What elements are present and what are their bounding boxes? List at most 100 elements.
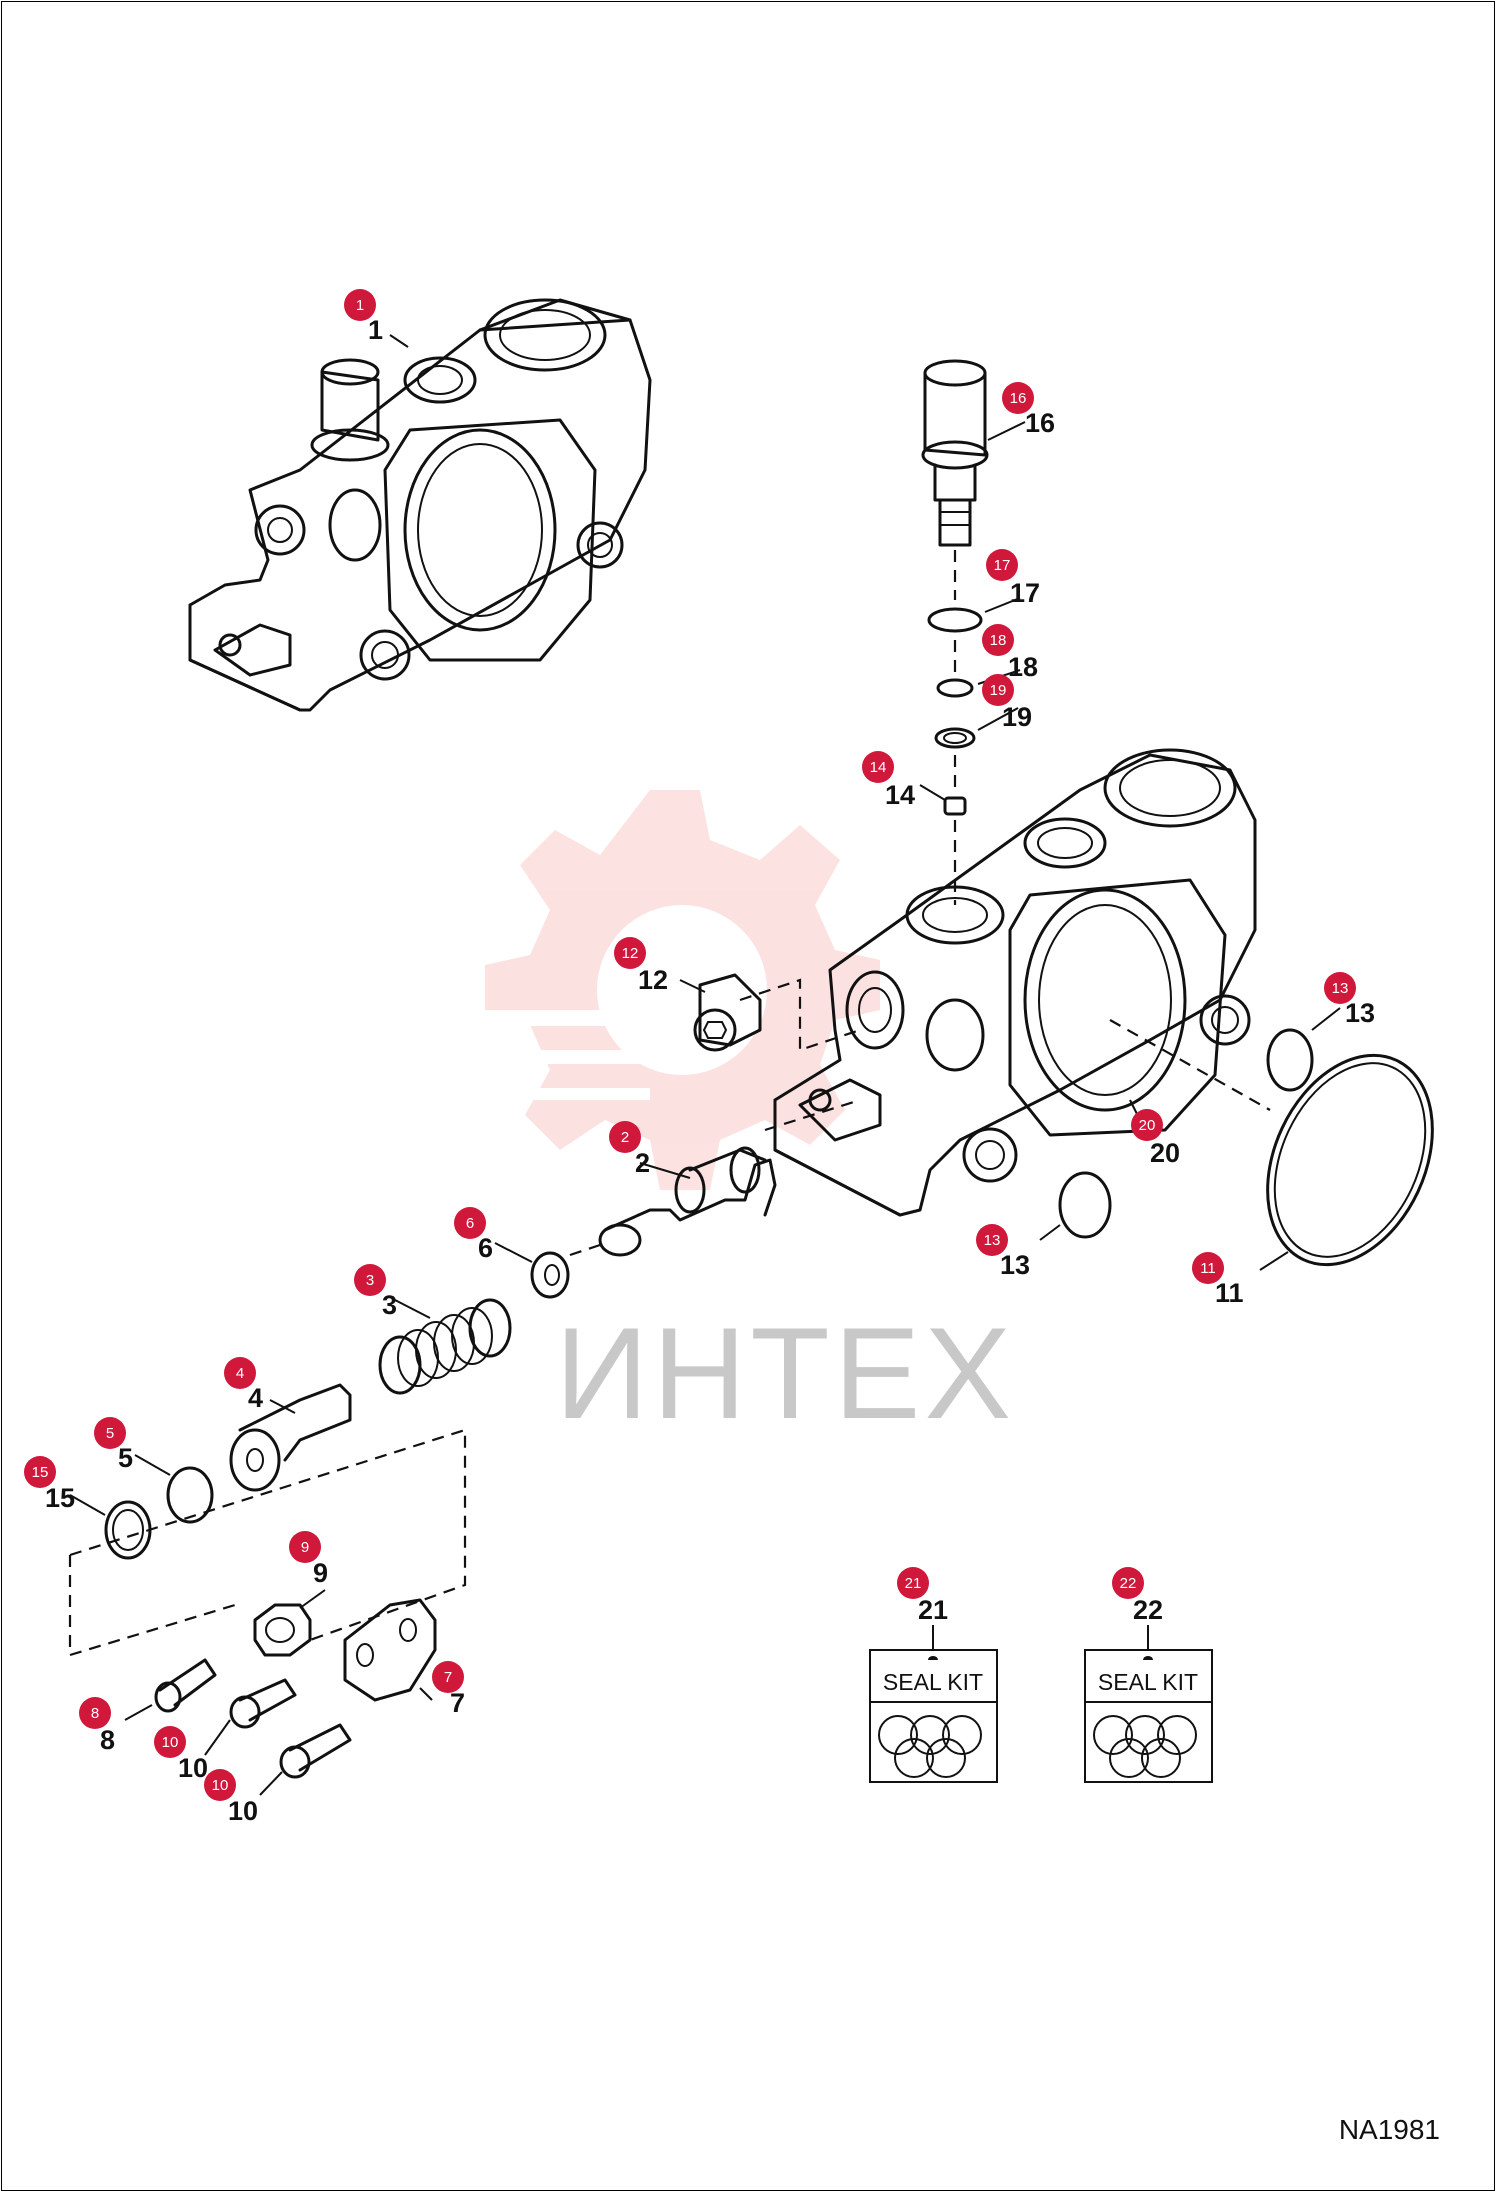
callout-badge-11[interactable]: [1192, 1252, 1224, 1284]
valve-body-exploded: [773, 748, 1257, 1217]
callout-badge-label-13b: 13: [984, 1232, 1001, 1249]
part-number-2: 2: [635, 1148, 650, 1178]
seal-kit-22: SEAL KIT: [1084, 1625, 1213, 1783]
callout-badge-13a[interactable]: [1324, 972, 1356, 1004]
callout-badge-label-6: 6: [466, 1215, 474, 1232]
spool-2: [598, 1146, 777, 1257]
part-number-9: 9: [313, 1558, 328, 1588]
axis-line: [569, 1243, 601, 1257]
callout-badge-label-17: 17: [994, 557, 1011, 574]
seal-kit-21: SEAL KIT: [869, 1625, 998, 1783]
seal-kit-label: SEAL KIT: [883, 1669, 983, 1695]
callout-badge-label-7: 7: [444, 1669, 452, 1686]
watermark-gear-icon: [485, 790, 880, 1190]
callout-badge-21[interactable]: [897, 1567, 929, 1599]
callout-badge-2[interactable]: [609, 1121, 641, 1153]
callout-badge-label-15: 15: [32, 1464, 49, 1481]
callout-badge-label-10b: 10: [212, 1777, 229, 1794]
callout-badge-5[interactable]: [94, 1417, 126, 1449]
part-number-14: 14: [885, 780, 915, 810]
part-number-19: 19: [1002, 702, 1032, 732]
callout-badge-label-12: 12: [622, 945, 639, 962]
watermark-stripe: [490, 1088, 650, 1100]
callout-badge-10a[interactable]: [154, 1726, 186, 1758]
watermark-stripe: [470, 1050, 650, 1064]
spring-3: [378, 1298, 512, 1395]
part-number-1: 1: [368, 315, 383, 345]
callouts: 1122334455667788991010101011111212131313…: [24, 289, 1375, 1826]
callout-badge-label-11: 11: [1200, 1260, 1216, 1277]
callout-badge-20[interactable]: [1131, 1109, 1163, 1141]
part-number-18: 18: [1008, 652, 1038, 682]
watermark-text: ИНТЕХ: [555, 1300, 1015, 1446]
o-ring-17: [927, 607, 983, 633]
callout-badge-18[interactable]: [982, 624, 1014, 656]
valve-body-assembled: [188, 298, 652, 712]
axis-line: [764, 1098, 861, 1132]
callout-badge-9[interactable]: [289, 1531, 321, 1563]
callout-badge-label-2: 2: [621, 1129, 629, 1146]
part-number-6: 6: [478, 1233, 493, 1263]
axis-line: [1109, 1019, 1271, 1111]
callout-badge-8[interactable]: [79, 1697, 111, 1729]
callout-badge-22[interactable]: [1112, 1567, 1144, 1599]
relief-valve-cartridge: [921, 359, 989, 547]
part-number-12: 12: [638, 965, 668, 995]
callout-badge-label-19: 19: [990, 682, 1007, 699]
callout-badge-3[interactable]: [354, 1264, 386, 1296]
callout-badge-label-22: 22: [1120, 1575, 1137, 1592]
part-number-11: 11: [1215, 1278, 1244, 1308]
plug-12: [693, 973, 762, 1052]
capscrew-10-upper: [229, 1678, 297, 1729]
callout-badge-17[interactable]: [986, 549, 1018, 581]
part-number-22: 22: [1133, 1595, 1163, 1625]
part-number-8: 8: [100, 1725, 115, 1755]
callout-badge-12[interactable]: [614, 937, 646, 969]
o-ring-13-lower: [1058, 1171, 1112, 1239]
part-number-16: 16: [1025, 408, 1055, 438]
sleeve-8: [154, 1658, 217, 1713]
drawing-code: NA1981: [1338, 2114, 1440, 2145]
callout-badge-label-20: 20: [1139, 1117, 1156, 1134]
cap-plate-7: [343, 1598, 437, 1702]
callout-badge-1[interactable]: [344, 289, 376, 321]
callout-badge-label-14: 14: [870, 759, 887, 776]
o-ring-13-upper: [1266, 1028, 1314, 1092]
large-seal-ring-11: [1266, 1053, 1434, 1267]
callout-badge-16[interactable]: [1002, 382, 1034, 414]
callout-badge-6[interactable]: [454, 1207, 486, 1239]
callout-badge-label-8: 8: [91, 1705, 99, 1722]
callout-badge-10b[interactable]: [204, 1769, 236, 1801]
callout-badge-15[interactable]: [24, 1456, 56, 1488]
callout-badge-label-3: 3: [366, 1272, 374, 1289]
callout-badge-7[interactable]: [432, 1661, 464, 1693]
plug-14: [943, 796, 967, 816]
part-number-4: 4: [248, 1383, 263, 1413]
nut-9: [253, 1603, 312, 1657]
washer-6: [530, 1251, 570, 1299]
part-number-3: 3: [382, 1290, 397, 1320]
callout-badge-label-1: 1: [356, 297, 364, 314]
callout-badge-label-5: 5: [106, 1425, 114, 1442]
part-number-7: 7: [450, 1688, 465, 1718]
callout-badge-label-16: 16: [1010, 390, 1027, 407]
capscrew-10-lower: [279, 1723, 352, 1779]
callout-badge-14[interactable]: [862, 751, 894, 783]
axis-line: [739, 978, 861, 1052]
callout-badge-label-4: 4: [236, 1365, 244, 1382]
callout-badge-19[interactable]: [982, 674, 1014, 706]
part-number-13a: 13: [1345, 998, 1375, 1028]
callout-badge-13b[interactable]: [976, 1224, 1008, 1256]
part-number-13b: 13: [1000, 1250, 1030, 1280]
seal-kit-label: SEAL KIT: [1098, 1669, 1198, 1695]
callout-badge-label-10a: 10: [162, 1734, 179, 1751]
callout-badge-label-18: 18: [990, 632, 1007, 649]
callout-badge-label-9: 9: [301, 1539, 309, 1556]
callout-badge-label-21: 21: [905, 1575, 922, 1592]
part-number-10a: 10: [178, 1753, 208, 1783]
part-number-17: 17: [1010, 578, 1040, 608]
part-number-5: 5: [118, 1443, 133, 1473]
callout-badge-4[interactable]: [224, 1357, 256, 1389]
assembly-bracket: [68, 1428, 467, 1657]
